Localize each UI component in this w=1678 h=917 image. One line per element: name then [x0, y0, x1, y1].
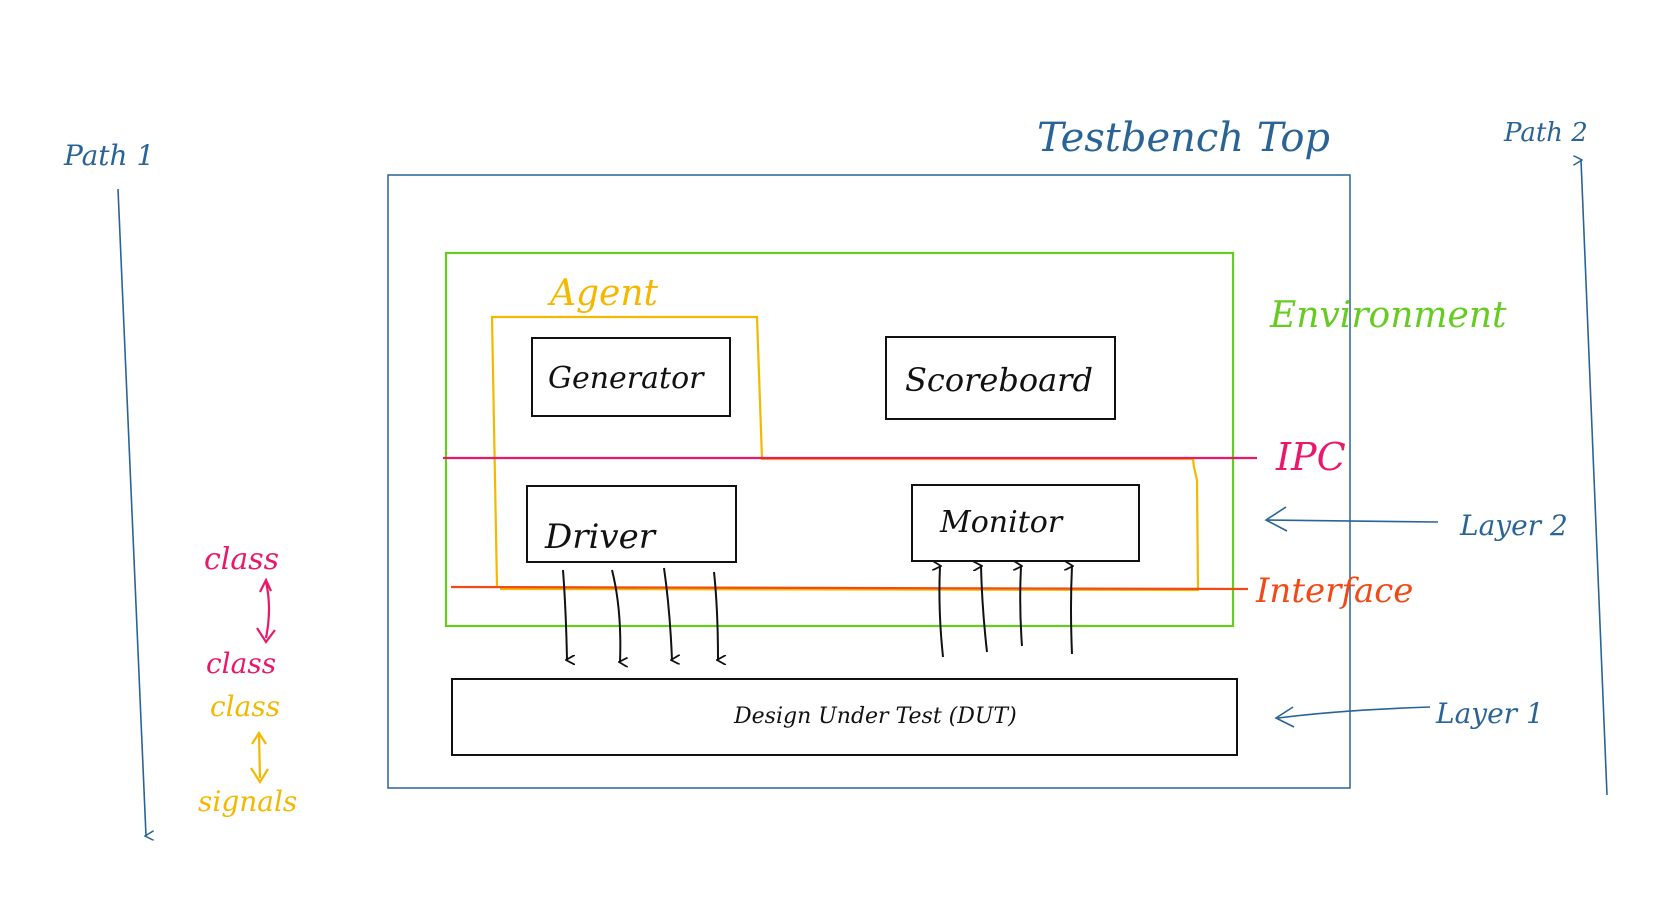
- generator-box: [531, 337, 731, 417]
- legend-signals: signals: [198, 785, 298, 818]
- class-class-double-arrow: [256, 577, 276, 644]
- legend-class-top: class: [204, 542, 280, 577]
- path-2-label: Path 2: [1504, 118, 1588, 148]
- path-2-arrow: [1581, 160, 1608, 796]
- environment-label: Environment: [1270, 295, 1507, 336]
- driver-box: [526, 485, 737, 563]
- driver-to-dut-arrow: [663, 567, 672, 660]
- ipc-label: IPC: [1276, 435, 1346, 479]
- layer-1-pointer: [1274, 706, 1431, 728]
- legend-class-middle: class: [206, 647, 277, 680]
- scoreboard-box: [885, 336, 1116, 420]
- path-1-arrow: [117, 188, 146, 836]
- dut-to-monitor-arrow: [1020, 566, 1022, 647]
- testbench-top-title: Testbench Top: [1037, 115, 1331, 161]
- dut-to-monitor-arrow: [1071, 566, 1072, 655]
- monitor-box: [911, 484, 1140, 562]
- dut-to-monitor-arrow: [981, 566, 988, 653]
- driver-label: Driver: [545, 517, 655, 557]
- generator-label: Generator: [548, 361, 704, 396]
- driver-to-dut-arrow: [562, 569, 567, 660]
- interface-line: [450, 585, 1249, 591]
- layer-1-label: Layer 1: [1436, 697, 1544, 730]
- dut-box: [451, 678, 1238, 756]
- class-signals-double-arrow: [250, 730, 269, 785]
- layer-2-pointer: [1264, 506, 1439, 532]
- driver-to-dut-arrow: [713, 571, 718, 660]
- agent-label: Agent: [550, 273, 658, 314]
- layer-2-label: Layer 2: [1460, 509, 1568, 542]
- testbench-top-box: [387, 174, 1351, 789]
- driver-to-dut-arrow: [611, 569, 620, 662]
- monitor-label: Monitor: [940, 505, 1063, 540]
- environment-box: [444, 251, 1235, 628]
- legend-class-bottom: class: [210, 690, 281, 723]
- scoreboard-label: Scoreboard: [905, 361, 1093, 399]
- interface-label: Interface: [1256, 571, 1414, 611]
- dut-to-monitor-arrow: [939, 566, 944, 658]
- path-1-label: Path 1: [64, 139, 155, 172]
- dut-label: Design Under Test (DUT): [734, 704, 1017, 729]
